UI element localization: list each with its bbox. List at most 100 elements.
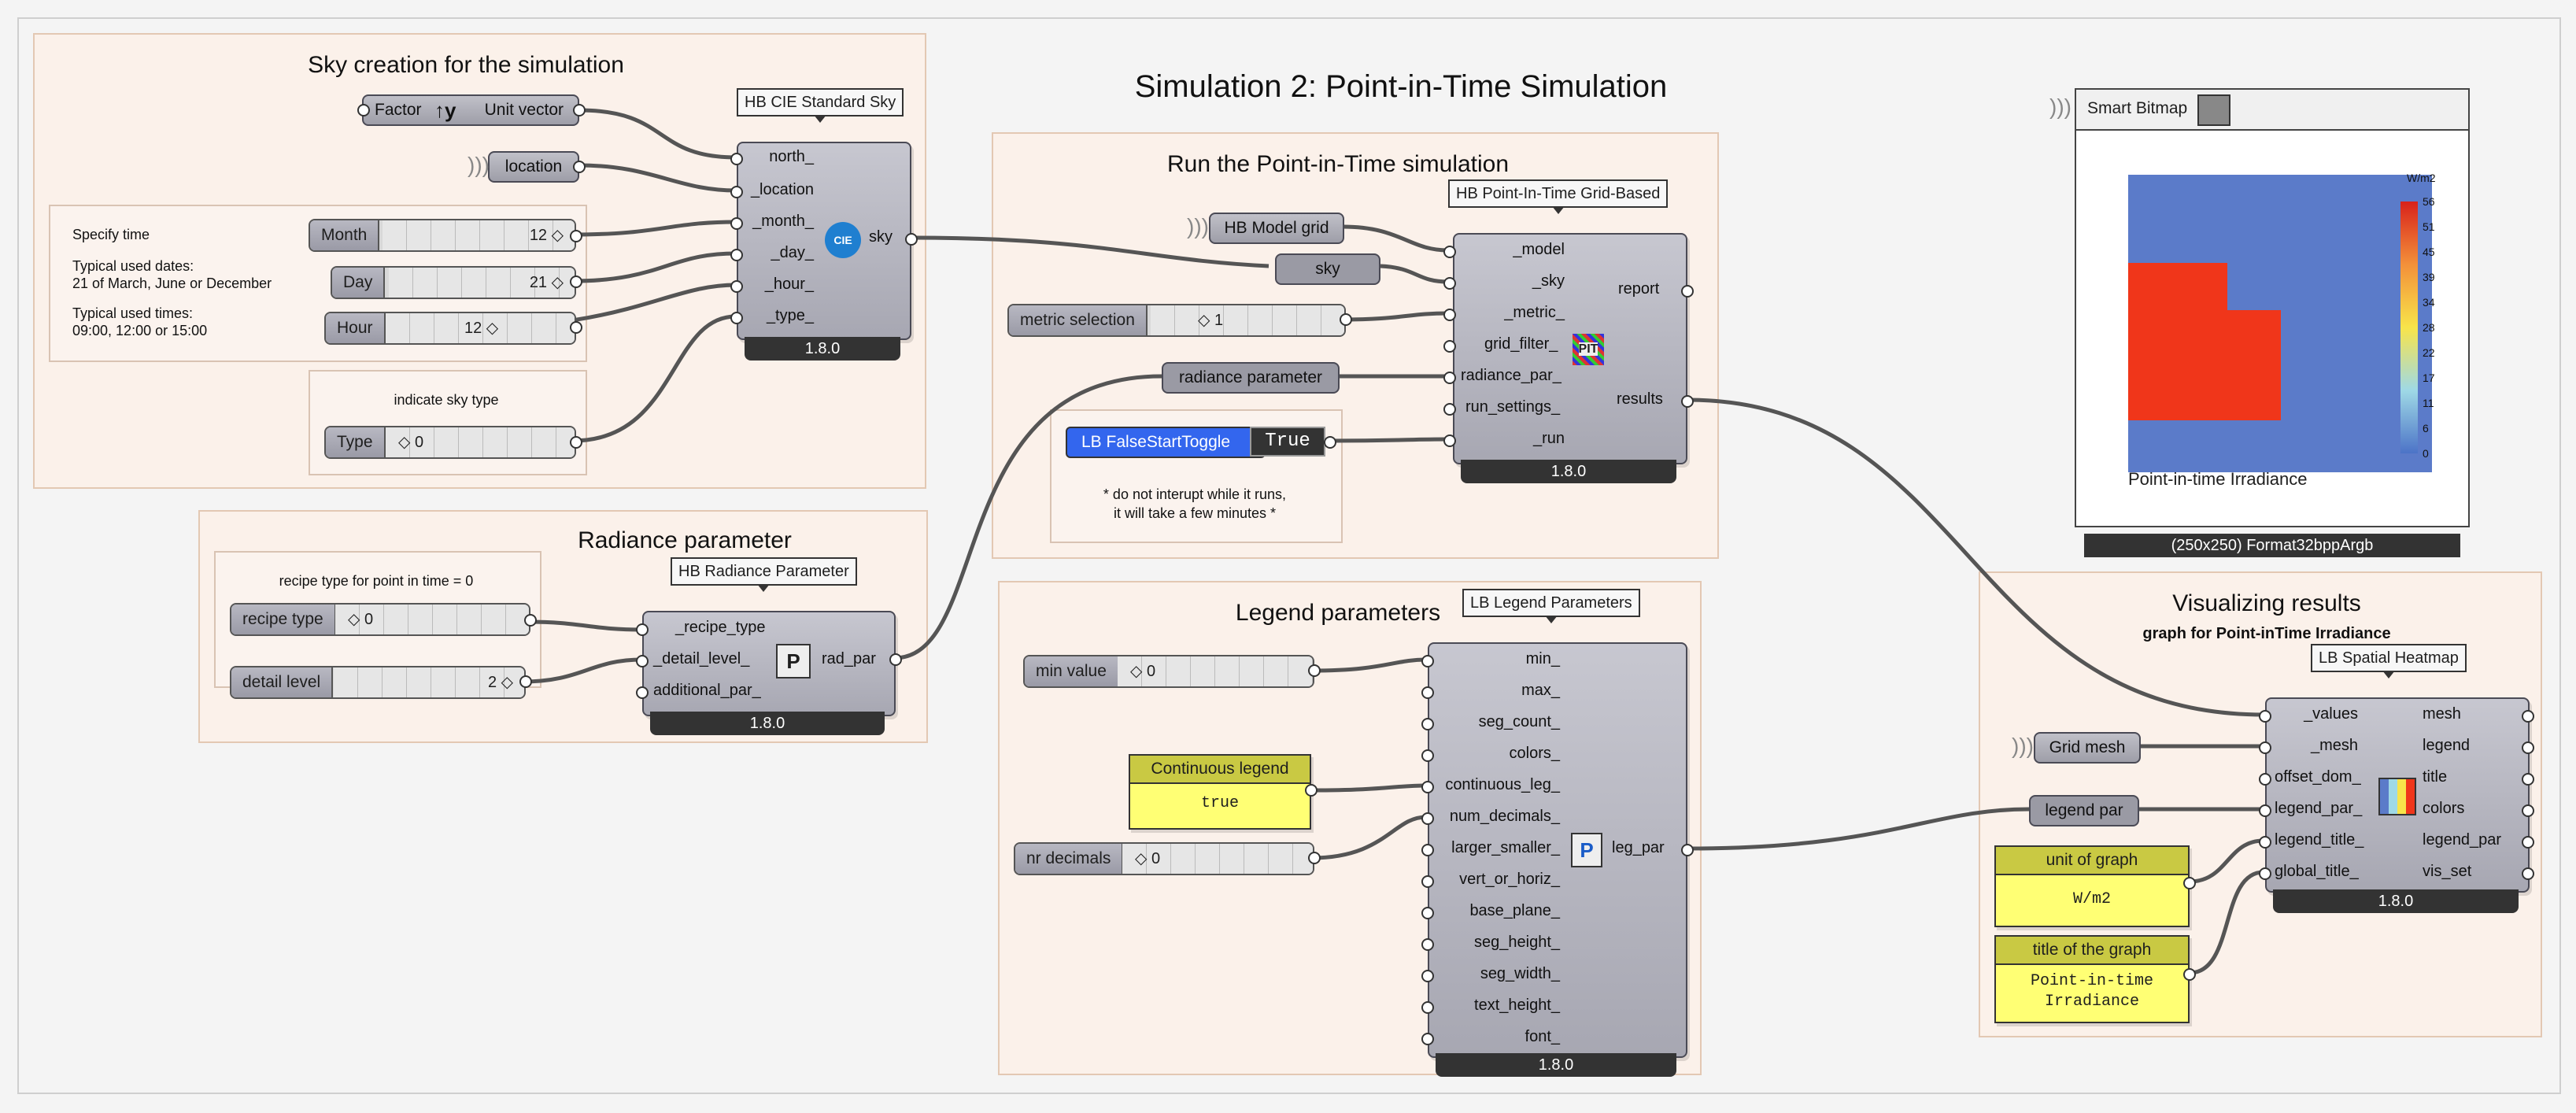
- detail-level-slider-value[interactable]: 2 ◇: [334, 667, 524, 697]
- pin-heatmap-out-title[interactable]: [2522, 773, 2534, 786]
- pin-month-out[interactable]: [570, 230, 582, 242]
- pin-graph-title-out[interactable]: [2183, 968, 2196, 981]
- pin-sky-month[interactable]: [730, 217, 743, 230]
- pit-input-radiance-par[interactable]: radiance_par_: [1461, 367, 1561, 384]
- pin-sky-out[interactable]: [905, 233, 918, 246]
- pin-heatmap-out-mesh[interactable]: [2522, 710, 2534, 723]
- pin-legend-leg-par[interactable]: [1681, 844, 1694, 856]
- legend-input-seg-width[interactable]: seg_width_: [1480, 965, 1560, 982]
- heatmap-input-legend-par[interactable]: legend_par_: [2275, 800, 2363, 817]
- pin-pit-model[interactable]: [1443, 246, 1456, 258]
- legend-input-base-plane[interactable]: base_plane_: [1469, 902, 1560, 919]
- radpar-input-additional-par[interactable]: additional_par_: [653, 682, 761, 699]
- pin-legend-seg-width[interactable]: [1421, 970, 1434, 982]
- day-slider-value[interactable]: 21 ◇: [389, 268, 575, 298]
- pit-input-grid-filter[interactable]: grid_filter_: [1484, 335, 1558, 353]
- pin-pit-results[interactable]: [1681, 395, 1694, 408]
- heatmap-input-mesh[interactable]: _mesh: [2310, 737, 2358, 754]
- nr-decimals-slider[interactable]: nr decimals ◇ 0: [1014, 842, 1314, 875]
- radpar-input-recipe-type[interactable]: _recipe_type: [675, 619, 766, 636]
- legend-input-font[interactable]: font_: [1525, 1028, 1560, 1045]
- unit-of-graph-panel[interactable]: unit of graph W/m2: [1994, 845, 2190, 927]
- radiance-parameter-relay[interactable]: radiance parameter: [1162, 362, 1340, 394]
- pin-metric-out[interactable]: [1340, 313, 1352, 326]
- continuous-legend-panel[interactable]: Continuous legend true: [1129, 754, 1311, 830]
- pin-legend-num-decimals[interactable]: [1421, 812, 1434, 825]
- pin-legend-colors[interactable]: [1421, 749, 1434, 762]
- pin-day-out[interactable]: [570, 275, 582, 288]
- metric-selection-slider[interactable]: metric selection ◇ 1: [1007, 304, 1346, 337]
- hb-model-grid-param[interactable]: HB Model grid: [1209, 213, 1344, 244]
- heatmap-output-title[interactable]: title: [2423, 768, 2448, 786]
- pin-legend-vert-or-horiz[interactable]: [1421, 875, 1434, 888]
- month-slider[interactable]: Month 12 ◇: [309, 219, 576, 252]
- legend-input-max[interactable]: max_: [1521, 682, 1560, 699]
- title-of-graph-panel-line2[interactable]: Irradiance: [2044, 993, 2140, 1011]
- type-slider-value[interactable]: ◇ 0: [386, 427, 575, 457]
- pin-legend-text-height[interactable]: [1421, 1001, 1434, 1014]
- heatmap-input-legend-title[interactable]: legend_title_: [2275, 831, 2364, 849]
- month-slider-value[interactable]: 12 ◇: [383, 220, 575, 250]
- legend-input-seg-count[interactable]: seg_count_: [1478, 713, 1560, 730]
- min-value-slider[interactable]: min value ◇ 0: [1023, 655, 1314, 688]
- pin-heatmap-legend-par[interactable]: [2259, 804, 2271, 817]
- pin-decimals-out[interactable]: [1308, 852, 1321, 864]
- pin-pit-grid-filter[interactable]: [1443, 340, 1456, 353]
- pin-factor-in[interactable]: [357, 104, 370, 116]
- pit-input-metric[interactable]: _metric_: [1504, 304, 1565, 321]
- sky-input-day[interactable]: _day_: [771, 244, 815, 261]
- pit-output-results[interactable]: results: [1617, 390, 1663, 408]
- heatmap-input-global-title[interactable]: global_title_: [2275, 863, 2359, 880]
- sky-output-sky[interactable]: sky: [869, 228, 893, 246]
- heatmap-input-offset-dom[interactable]: offset_dom_: [2275, 768, 2361, 786]
- sky-component[interactable]: CIE: [737, 142, 911, 340]
- pin-legend-font[interactable]: [1421, 1033, 1434, 1045]
- legend-component[interactable]: P: [1428, 642, 1687, 1058]
- pin-location-out[interactable]: [573, 161, 586, 173]
- recipe-type-slider[interactable]: recipe type ◇ 0: [230, 603, 530, 636]
- pin-sky-location[interactable]: [730, 186, 743, 198]
- heatmap-output-mesh[interactable]: mesh: [2423, 705, 2461, 723]
- unit-vector-param[interactable]: Factor ↑y Unit vector: [362, 94, 579, 126]
- title-of-graph-panel-line1[interactable]: Point-in-time: [2030, 972, 2154, 990]
- pin-legend-min[interactable]: [1421, 655, 1434, 667]
- pin-legend-continuous[interactable]: [1421, 781, 1434, 793]
- day-slider[interactable]: Day 21 ◇: [331, 266, 576, 299]
- sky-input-location[interactable]: _location: [750, 181, 814, 198]
- continuous-legend-panel-value[interactable]: true: [1200, 794, 1239, 812]
- pin-pit-report[interactable]: [1681, 285, 1694, 298]
- pin-radpar-additional[interactable]: [636, 686, 649, 699]
- pit-input-sky[interactable]: _sky: [1532, 272, 1565, 290]
- recipe-type-slider-value[interactable]: ◇ 0: [335, 605, 529, 634]
- legend-input-min[interactable]: min_: [1525, 650, 1560, 667]
- type-slider[interactable]: Type ◇ 0: [324, 426, 576, 459]
- pin-radpar-out[interactable]: [889, 653, 902, 666]
- hour-slider[interactable]: Hour 12 ◇: [324, 312, 576, 345]
- pin-radpar-recipe[interactable]: [636, 623, 649, 636]
- pin-pit-run[interactable]: [1443, 434, 1456, 447]
- pin-min-out[interactable]: [1308, 664, 1321, 677]
- legend-input-num-decimals[interactable]: num_decimals_: [1449, 808, 1560, 825]
- radpar-input-detail-level[interactable]: _detail_level_: [653, 650, 750, 667]
- pin-detail-out[interactable]: [519, 675, 532, 688]
- legend-input-colors[interactable]: colors_: [1509, 745, 1560, 762]
- pit-component[interactable]: PIT: [1453, 233, 1687, 464]
- sky-input-month[interactable]: _month_: [752, 213, 814, 230]
- legend-output-leg-par[interactable]: leg_par: [1612, 839, 1665, 856]
- heatmap-output-legend-par[interactable]: legend_par: [2423, 831, 2502, 849]
- legend-par-relay[interactable]: legend par: [2029, 795, 2139, 826]
- title-of-graph-panel[interactable]: title of the graph Point-in-time Irradia…: [1994, 935, 2190, 1023]
- min-value-slider-value[interactable]: ◇ 0: [1118, 656, 1313, 686]
- pin-heatmap-global-title[interactable]: [2259, 867, 2271, 880]
- pin-pit-run-settings[interactable]: [1443, 403, 1456, 416]
- false-start-toggle[interactable]: LB FalseStartToggle: [1066, 427, 1266, 458]
- pin-unit-out[interactable]: [2183, 877, 2196, 889]
- pin-legend-base-plane[interactable]: [1421, 907, 1434, 919]
- radpar-component[interactable]: P: [642, 611, 896, 716]
- pin-vector-out[interactable]: [573, 104, 586, 116]
- pin-sky-day[interactable]: [730, 249, 743, 261]
- heatmap-input-values[interactable]: _values: [2304, 705, 2358, 723]
- heatmap-output-vis-set[interactable]: vis_set: [2423, 863, 2472, 880]
